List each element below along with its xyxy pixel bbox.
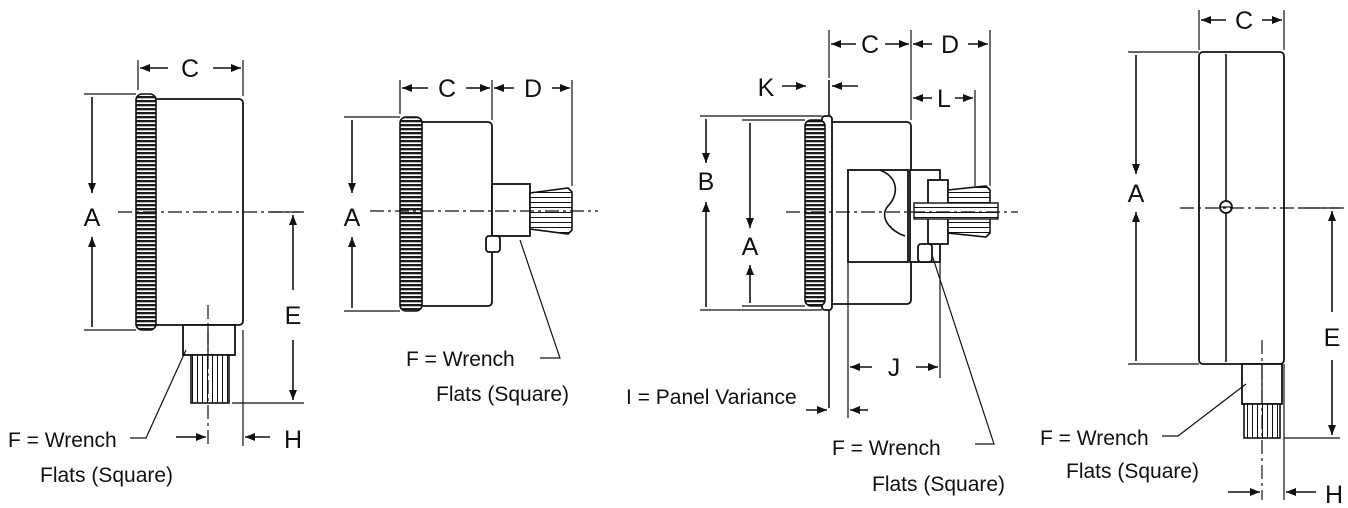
dim-label-h: H <box>1325 481 1343 508</box>
dim-label-k: K <box>758 74 775 102</box>
dim-label-c: C <box>861 31 879 59</box>
dim-label-e: E <box>285 302 302 330</box>
dim-label-h: H <box>284 426 302 454</box>
dim-label-a: A <box>84 204 101 232</box>
wrench-flats-callout-line1: F = Wrench <box>1040 427 1149 450</box>
socket <box>491 183 531 237</box>
panel-variance-label: I = Panel Variance <box>626 386 797 409</box>
dim-label-c: C <box>181 55 199 83</box>
dim-label-l: L <box>937 85 951 113</box>
mounting-stud <box>913 202 999 220</box>
dim-label-d: D <box>941 31 959 59</box>
wrench-flats-callout-line2: Flats (Square) <box>1066 460 1199 483</box>
wrench-flats-callout-line2: Flats (Square) <box>40 464 173 487</box>
view-back-mount: A C D F = Wrench Flats (Square) <box>344 75 598 406</box>
wrench-flats-callout-line2: Flats (Square) <box>436 383 569 406</box>
gauge-bezel <box>804 119 826 307</box>
mounting-bracket <box>847 169 909 263</box>
wrench-flats-callout-line1: F = Wrench <box>8 429 117 452</box>
wrench-flats-callout-line2: Flats (Square) <box>872 473 1005 496</box>
dim-label-a: A <box>1128 180 1145 208</box>
dim-label-d: D <box>524 75 542 103</box>
dim-label-c: C <box>438 75 456 103</box>
wrench-flats-callout-line1: F = Wrench <box>832 437 941 460</box>
dim-label-j: J <box>888 354 901 382</box>
view-bottom-mount: A C E H F = Wrench Flats (Square) <box>8 55 304 487</box>
dim-label-a: A <box>344 204 361 232</box>
view-large-bottom-mount: A C E H F = Wrench Flats (Square) <box>1040 7 1346 508</box>
dim-label-e: E <box>1324 324 1341 352</box>
wrench-flats-callout-line1: F = Wrench <box>406 348 515 371</box>
dim-label-b: B <box>698 168 715 196</box>
view-panel-mount: B A C D K L J I = Panel Variance F = Wre… <box>626 30 1018 496</box>
dim-label-c: C <box>1235 7 1253 35</box>
threaded-connection <box>190 354 230 404</box>
gauge-case <box>414 121 493 307</box>
socket <box>182 324 236 356</box>
gauge-bezel <box>399 116 423 312</box>
dim-label-a: A <box>742 233 759 261</box>
